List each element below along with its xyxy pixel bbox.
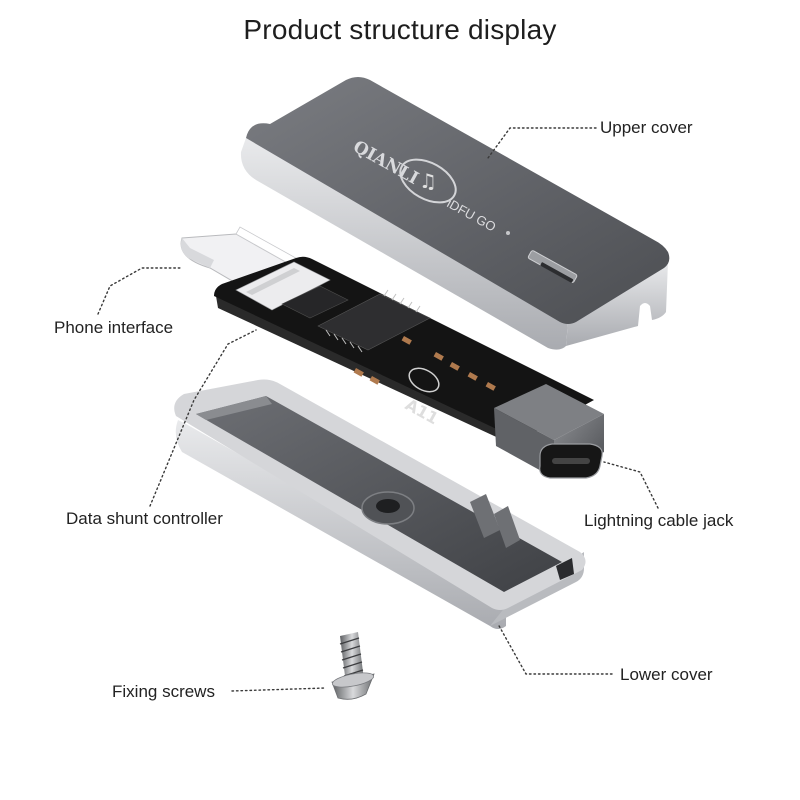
upper-cover-side [240,138,569,350]
leader-fixing-screws [231,687,327,692]
data-shunt-controller-pcb: A11 [214,256,594,448]
leader-lightning-jack [603,461,659,509]
label-lightning-cable-jack: Lightning cable jack [584,511,734,530]
fixing-screw [331,632,375,700]
ic-chip [317,293,431,351]
upper-cover: ♫ QIANLI iDFU GO [240,77,670,350]
label-lower-cover: Lower cover [620,665,713,684]
leader-lower-cover [497,623,613,675]
lightning-cable-jack [494,384,604,479]
diagram-title: Product structure display [243,14,557,45]
upper-cover-top [246,77,670,324]
lower-cover [174,379,586,629]
label-data-shunt-controller: Data shunt controller [66,509,223,528]
label-upper-cover: Upper cover [600,118,693,137]
music-icon: ♫ [399,158,457,204]
leader-phone-interface [97,267,181,315]
label-fixing-screws: Fixing screws [112,682,215,701]
svg-text:♫: ♫ [419,169,437,193]
led-dot [506,231,510,235]
label-phone-interface: Phone interface [54,318,174,337]
leader-lines [97,127,659,692]
upper-cover-end [566,262,668,346]
leader-upper-cover [487,127,597,159]
lower-cover-side [175,420,506,629]
